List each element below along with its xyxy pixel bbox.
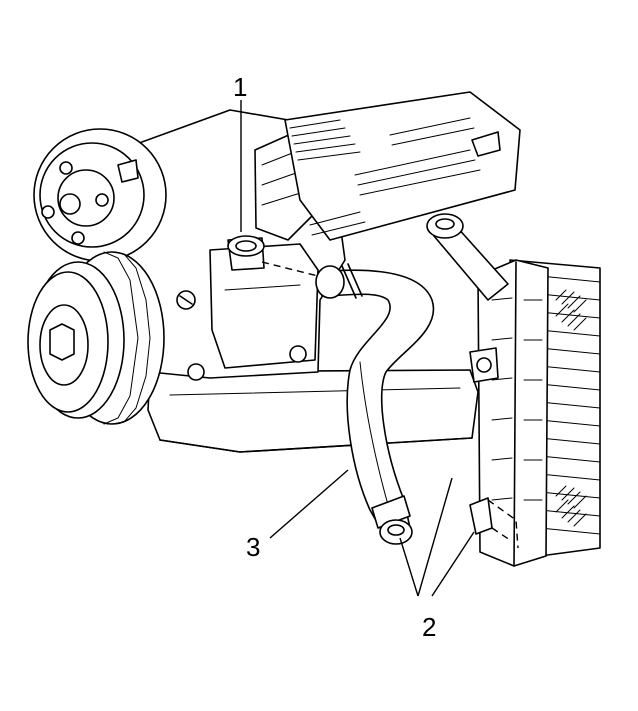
radiator-inlet-hose bbox=[261, 261, 435, 545]
callout-3: 3 bbox=[246, 532, 260, 562]
leader-lines bbox=[240, 100, 475, 597]
crank-pulley bbox=[27, 251, 165, 425]
engine-block bbox=[119, 91, 521, 453]
radiator bbox=[426, 213, 601, 567]
upper-pulley bbox=[33, 128, 167, 262]
callout-2: 2 bbox=[422, 612, 436, 642]
callout-1: 1 bbox=[233, 72, 247, 102]
